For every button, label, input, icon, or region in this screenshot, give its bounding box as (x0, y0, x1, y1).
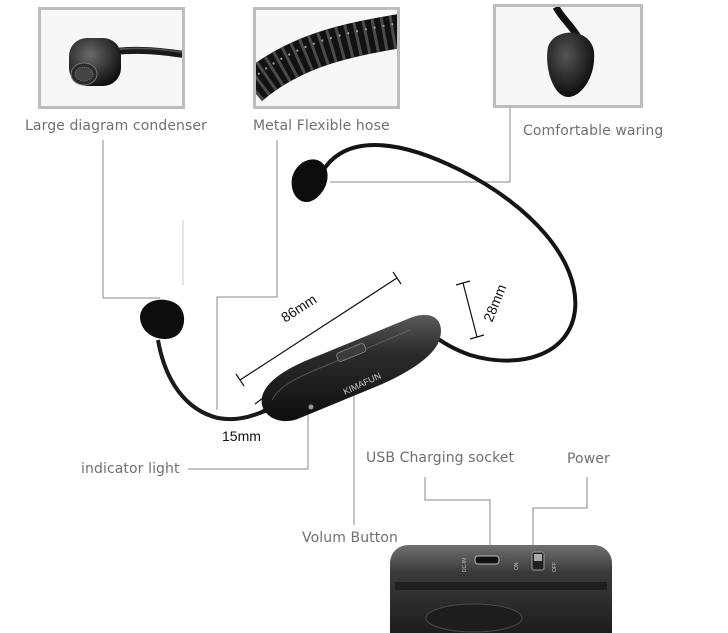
hose-inset (253, 7, 400, 109)
usb-port-icon (474, 555, 500, 565)
width-dimension: 15mm (222, 428, 261, 444)
condenser-label: Large diagram condenser (25, 118, 207, 134)
condenser-closeup-icon (69, 38, 182, 86)
indicator-label: indicator light (81, 461, 180, 477)
usb-label: USB Charging socket (366, 450, 515, 466)
hose-label: Metal Flexible hose (253, 118, 390, 134)
volume-label: Volum Button (302, 530, 399, 546)
switch-off-label: OFF (552, 562, 558, 572)
earpiece-closeup-icon (547, 7, 595, 97)
condenser-inset (38, 7, 185, 109)
wearing-inset (493, 4, 643, 108)
dcin-label: DC-IN (462, 558, 468, 572)
wearing-label: Comfortable waring (523, 123, 664, 139)
switch-on-label: ON (514, 562, 520, 570)
power-label: Power (567, 451, 610, 467)
hose-closeup-icon (256, 14, 397, 102)
